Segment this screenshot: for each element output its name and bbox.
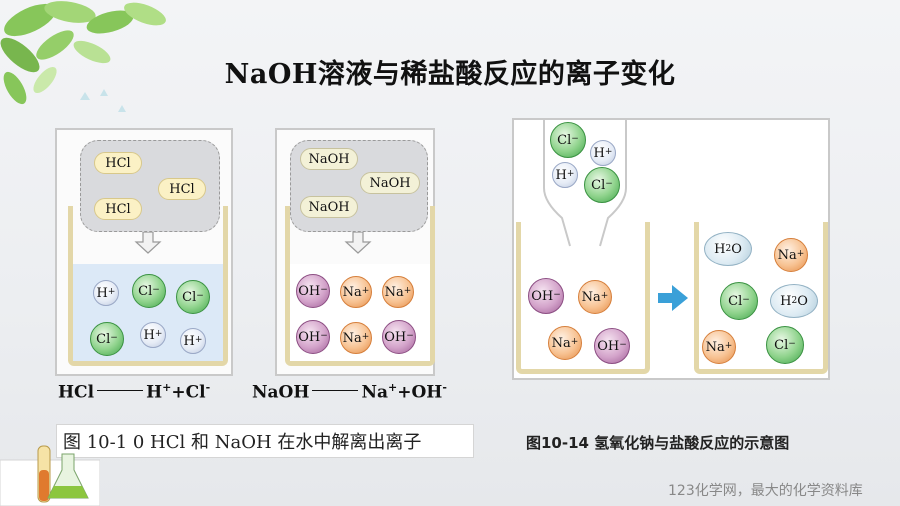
reaction-right-beaker xyxy=(694,222,828,374)
hcl-molecule-1: HCl xyxy=(94,152,142,174)
figure-caption-left: 图 10-1 0 HCl 和 NaOH 在水中解离出离子 xyxy=(56,424,474,458)
naoh-ion-5: Na+ xyxy=(340,322,372,354)
hcl-ion-3: Cl− xyxy=(176,280,210,314)
reaction-arrow-icon xyxy=(658,285,688,311)
funnel-outline xyxy=(543,118,627,247)
hcl-molecule-3: HCl xyxy=(94,198,142,220)
page-title: NaOH溶液与稀盐酸反应的离子变化 xyxy=(224,59,676,90)
leaves-decoration xyxy=(0,1,166,112)
hcl-ion-4: Cl− xyxy=(90,322,124,356)
left-beaker-ion-1: OH− xyxy=(528,278,564,314)
hcl-beaker xyxy=(68,206,228,366)
lab-glassware-icon xyxy=(0,445,100,506)
hcl-ion-2: Cl− xyxy=(132,274,166,308)
funnel-ion-2: H+ xyxy=(590,140,616,166)
naoh-ion-2: Na+ xyxy=(340,276,372,308)
reaction-left-beaker xyxy=(516,222,650,374)
naoh-beaker xyxy=(285,206,435,366)
right-beaker-ion-3: Na+ xyxy=(702,330,736,364)
naoh-molecule-3: NaOH xyxy=(300,196,358,218)
naoh-down-arrow-icon xyxy=(344,232,372,254)
naoh-ion-4: OH− xyxy=(296,320,330,354)
naoh-ion-1: OH− xyxy=(296,274,330,308)
figure-caption-right: 图10-14 氢氧化钠与盐酸反应的示意图 xyxy=(526,434,790,452)
watermark: 123化学网，最大的化学资料库 xyxy=(668,483,863,499)
left-beaker-ion-2: Na+ xyxy=(578,280,612,314)
hcl-ion-1: H+ xyxy=(93,280,119,306)
naoh-ion-6: OH− xyxy=(382,320,416,354)
funnel-ion-1: Cl− xyxy=(550,122,586,158)
funnel-ion-3: H+ xyxy=(552,162,578,188)
funnel-ion-4: Cl− xyxy=(584,167,620,203)
right-beaker-ion-4: Cl− xyxy=(766,326,804,364)
hcl-molecule-2: HCl xyxy=(158,178,206,200)
right-beaker-ion-1: Na+ xyxy=(774,238,808,272)
right-beaker-ion-2: Cl− xyxy=(720,282,758,320)
naoh-molecule-2: NaOH xyxy=(360,172,420,194)
naoh-molecule-1: NaOH xyxy=(300,148,358,170)
naoh-ion-3: Na+ xyxy=(382,276,414,308)
left-beaker-ion-4: OH− xyxy=(594,328,630,364)
hcl-down-arrow-icon xyxy=(134,232,162,254)
hcl-ion-5: H+ xyxy=(140,322,166,348)
left-beaker-ion-3: Na+ xyxy=(548,326,582,360)
hcl-ion-6: H+ xyxy=(180,328,206,354)
